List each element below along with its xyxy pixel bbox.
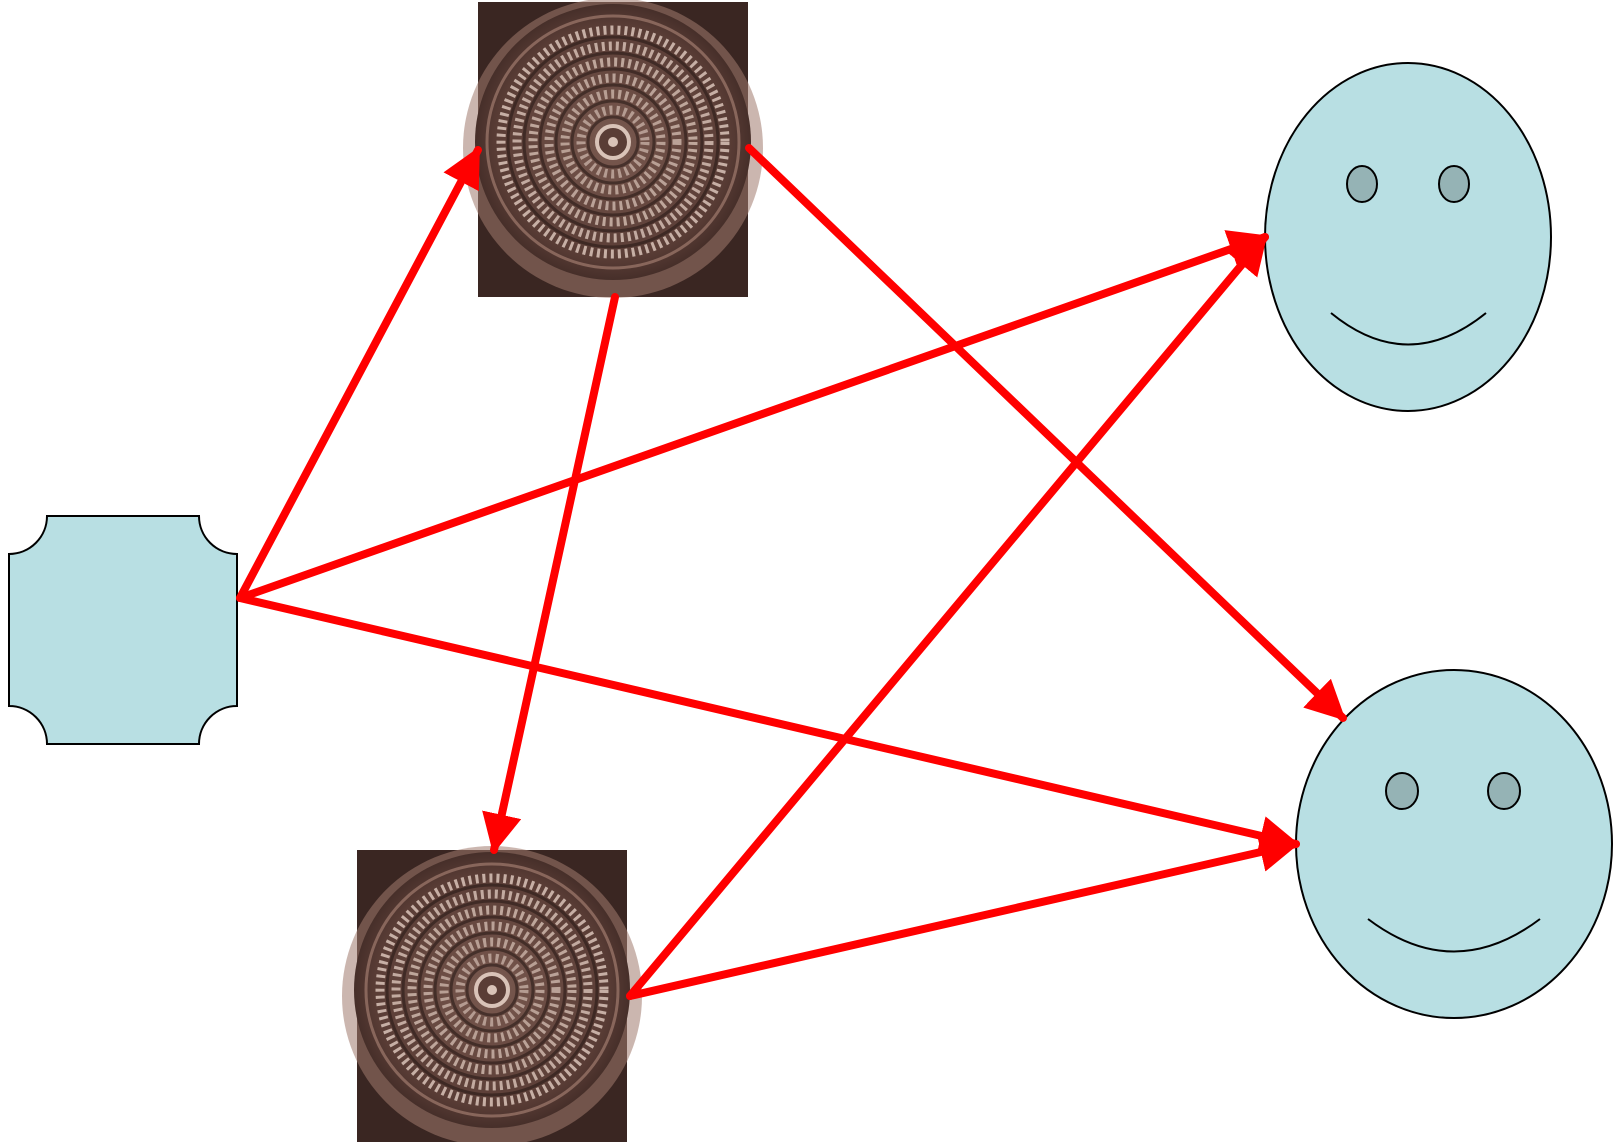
face-outline — [1295, 669, 1613, 1019]
left-eye-icon — [1346, 165, 1378, 203]
top-smiley-face — [1264, 62, 1552, 412]
plaque-shape — [8, 515, 238, 745]
right-eye-icon — [1487, 772, 1521, 810]
arrow-source-to-face-top — [236, 230, 1269, 602]
source-plaque — [8, 515, 238, 745]
arrows-layer — [236, 144, 1347, 1000]
bottom-seal-node — [342, 846, 642, 1142]
arrow-relay-bottom-to-face-bottom — [626, 832, 1300, 1000]
left-eye-icon — [1385, 772, 1419, 810]
arrow-relay-top-to-relay-bottom — [482, 293, 619, 854]
arrow-relay-top-to-face-bottom — [745, 144, 1347, 722]
right-eye-icon — [1438, 165, 1470, 203]
carved-seal-image — [463, 0, 763, 298]
arrow-relay-bottom-to-face-top — [626, 233, 1269, 1000]
smile-icon — [1330, 312, 1487, 346]
top-seal-node — [463, 0, 763, 298]
face-outline — [1264, 62, 1552, 412]
arrow-source-to-relay-top — [236, 146, 482, 602]
smile-icon — [1367, 918, 1541, 953]
bottom-smiley-face — [1295, 669, 1613, 1019]
arrow-source-to-face-bottom — [236, 594, 1300, 856]
carved-seal-image — [342, 846, 642, 1142]
